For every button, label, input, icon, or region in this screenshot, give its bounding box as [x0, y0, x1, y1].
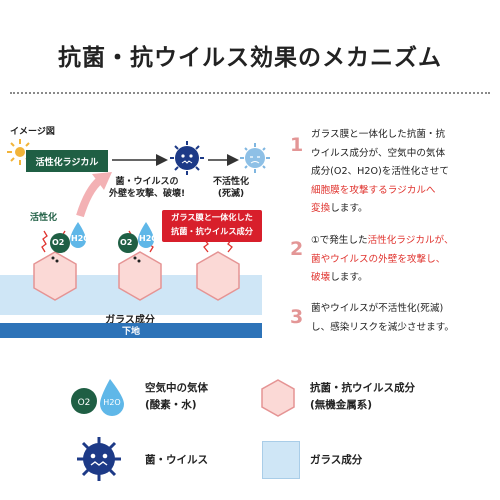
legend-component: 抗菌・抗ウイルス成分 (無機金属系) — [310, 380, 415, 414]
dotted-divider — [10, 92, 490, 94]
legend-component-line2: (無機金属系) — [310, 399, 373, 411]
step-1-tail: します。 — [330, 203, 368, 214]
o2-label-2: O2 — [120, 238, 133, 247]
hexagon-1 — [33, 251, 77, 301]
component-callout-line2: 抗菌・抗ウイルス成分 — [171, 226, 253, 236]
page-title: 抗菌・抗ウイルス効果のメカニズム — [58, 45, 442, 71]
molecule-pair-1 — [50, 222, 86, 253]
legend-glass: ガラス成分 — [310, 454, 363, 466]
legend-component-line1: 抗菌・抗ウイルス成分 — [310, 382, 415, 394]
component-callout: ガラス膜と一体化した 抗菌・抗ウイルス成分 — [162, 210, 262, 242]
inactive-virus-icon — [240, 143, 270, 173]
base-layer: 下地 — [0, 323, 262, 338]
legend-gas-line1: 空気中の気体 — [145, 382, 208, 394]
step-1-red-line: 細胞膜を攻撃するラジカルへ — [311, 184, 436, 196]
glass-square-icon — [262, 441, 300, 479]
virus-icon — [170, 141, 204, 175]
step-3-text: 菌やウイルスが不活性化(死滅) し、感染リスクを減少させます。 — [311, 300, 491, 337]
inactive-label-line2: (死滅) — [217, 189, 245, 199]
step-2-red-head: 活性化ラジカルが、 — [367, 235, 454, 246]
attack-label-line1: 菌・ウイルスの — [115, 177, 179, 187]
step-2-text: ①で発生した活性化ラジカルが、 菌やウイルスの外壁を攻撃し、 破壊します。 — [311, 232, 491, 288]
step-1-red-tail: 変換 — [311, 203, 331, 214]
step-2-red-line: 菌やウイルスの外壁を攻撃し、 — [311, 253, 446, 265]
step-1-text: ガラス膜と一体化した抗菌・抗 ウイルス成分が、空気中の気体 成分(O2、H2O)… — [311, 126, 491, 219]
pink-curved-arrow — [76, 176, 103, 218]
h2o-label-2: H2O — [139, 234, 159, 243]
legend-gas: 空気中の気体 (酸素・水) — [145, 380, 208, 414]
inactive-label: 不活性化 (死滅) — [196, 176, 266, 200]
step-2-head: ①で発生した — [311, 235, 368, 246]
step-2-tail: します。 — [330, 272, 368, 283]
mechanism-diagram — [0, 141, 270, 315]
component-callout-line1: ガラス膜と一体化した — [171, 212, 253, 222]
step-1-line2: ウイルス成分が、空気中の気体 — [311, 147, 446, 159]
legend-virus: 菌・ウイルス — [145, 454, 208, 466]
step-1-number: 1 — [290, 134, 304, 156]
legend-gas-line2: (酸素・水) — [145, 399, 197, 411]
svg-text:H2O: H2O — [103, 398, 120, 407]
glass-layer-label: ガラス成分 — [105, 315, 155, 326]
step-3-number: 3 — [290, 306, 304, 328]
image-label: イメージ図 — [10, 127, 55, 137]
activation-label: 活性化 — [30, 213, 58, 223]
o2-h2o-icon: O2 H2O — [71, 379, 124, 416]
h2o-label-1: H2O — [71, 234, 91, 243]
hexagon-icon — [261, 379, 295, 417]
inactive-label-line1: 不活性化 — [212, 177, 249, 187]
attack-label-line2: 外壁を攻撃、破壊! — [108, 189, 186, 199]
attack-label: 菌・ウイルスの 外壁を攻撃、破壊! — [108, 176, 186, 200]
virus-icon — [77, 437, 121, 481]
step-3-line2: し、感染リスクを減少させます。 — [311, 321, 454, 333]
hexagon-3 — [196, 251, 240, 301]
activated-radical-box: 活性化ラジカル — [26, 150, 108, 172]
step-1-line1: ガラス膜と一体化した抗菌・抗 — [311, 129, 446, 140]
o2-label-1: O2 — [52, 238, 65, 247]
step-2-red-tail: 破壊 — [311, 272, 331, 283]
step-1-line3: 成分(O2、H2O)を活性化させて — [311, 166, 449, 177]
step-3-line1: 菌やウイルスが不活性化(死滅) — [311, 303, 444, 314]
svg-text:O2: O2 — [78, 398, 91, 408]
hexagon-2 — [118, 251, 162, 301]
molecule-pair-2 — [118, 222, 154, 253]
step-2-number: 2 — [290, 238, 304, 260]
